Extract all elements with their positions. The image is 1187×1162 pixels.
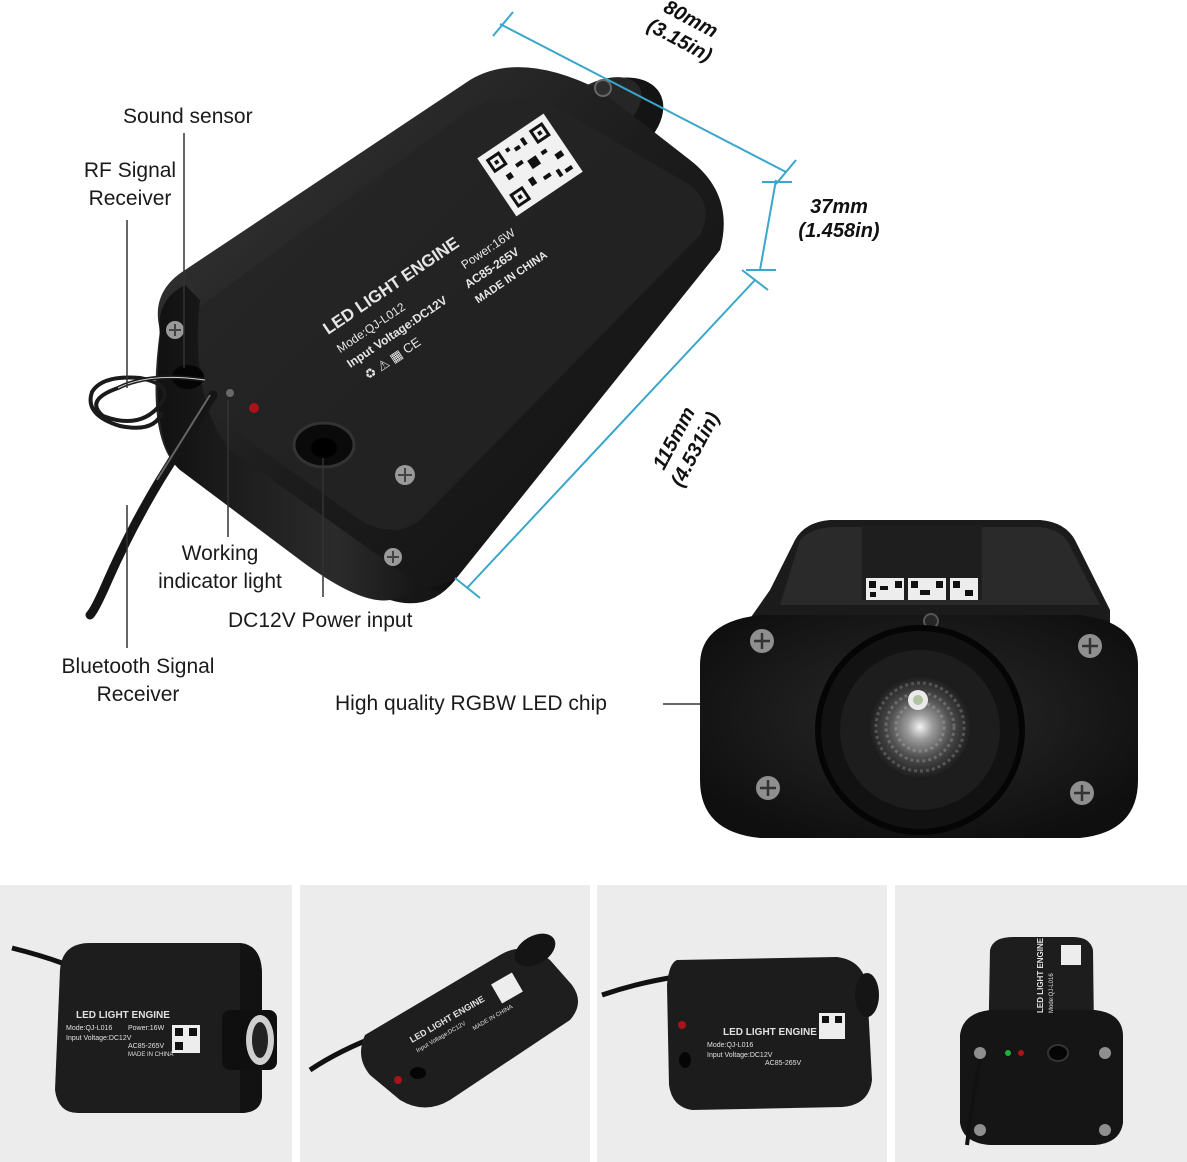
thumbnail-side-view: LED LIGHT ENGINE Mode:QJ-L016 Power:16W …	[0, 885, 292, 1162]
front-qr-code	[866, 578, 978, 600]
thumb1-power: Power:16W	[128, 1025, 165, 1032]
rf-receiver-label: RF Signal Receiver	[66, 157, 194, 213]
height-dimension-line	[759, 179, 777, 271]
thumb1-origin: MADE IN CHINA	[128, 1052, 173, 1058]
thumb4-model: Mode:QJ-L016	[1049, 973, 1055, 1013]
device-angled-view: LED LIGHT ENGINE Mode:QJ-L012 Power:16W …	[85, 67, 724, 620]
working-light-line1: Working	[181, 542, 259, 565]
thumb3-input: Input Voltage:DC12V	[707, 1052, 773, 1059]
thumb1-title: LED LIGHT ENGINE	[76, 1010, 170, 1021]
width-dimension-line	[499, 23, 787, 173]
bluetooth-cable	[85, 390, 218, 620]
front-panel	[157, 285, 455, 601]
dimension-lines	[454, 11, 797, 599]
height-dimension-label: 37mm (1.458in)	[784, 195, 894, 243]
thumb3-model: Mode:QJ-L016	[707, 1042, 753, 1049]
screw-icon	[750, 629, 1102, 805]
bluetooth-receiver-label: Bluetooth Signal Receiver	[40, 653, 236, 709]
thumb4-title: LED LIGHT ENGINE	[1036, 937, 1045, 1013]
length-dimension-line	[466, 279, 756, 589]
thumb1-model: Mode:QJ-L016	[66, 1025, 112, 1032]
bluetooth-receiver-line1: Bluetooth Signal	[61, 655, 215, 678]
qr-code	[477, 113, 583, 217]
rgbw-led-chip	[868, 675, 972, 779]
rf-receiver-line1: RF Signal	[83, 159, 177, 182]
thumb1-input: Input Voltage:DC12V	[66, 1035, 132, 1042]
working-light-label: Working indicator light	[140, 540, 300, 596]
height-in: (1.458in)	[798, 220, 880, 242]
rf-antenna-coil	[88, 375, 206, 430]
thumb1-ac: AC85-265V	[128, 1043, 165, 1050]
led-chip-label: High quality RGBW LED chip	[335, 692, 607, 715]
working-light-line2: indicator light	[158, 570, 282, 593]
thumb3-title: LED LIGHT ENGINE	[723, 1027, 817, 1038]
thumbnail-rear-view: LED LIGHT ENGINE Mode:QJ-L016 Input Volt…	[597, 885, 887, 1162]
indicator-led	[249, 403, 259, 413]
rf-receiver-line2: Receiver	[88, 187, 172, 210]
bluetooth-receiver-line2: Receiver	[96, 683, 180, 706]
device-illustration: LED LIGHT ENGINE Mode:QJ-L012 Power:16W …	[85, 11, 1138, 838]
thumbnail-angled-view: LED LIGHT ENGINE Input Voltage:DC12V MAD…	[300, 885, 590, 1162]
thumbnail-front-end-view: LED LIGHT ENGINE Mode:QJ-L016	[895, 885, 1187, 1162]
power-input-label: DC12V Power input	[228, 609, 413, 632]
height-mm: 37mm	[810, 196, 868, 218]
device-front-view	[700, 520, 1138, 838]
sound-sensor-label: Sound sensor	[123, 105, 253, 128]
thumb3-ac: AC85-265V	[765, 1060, 802, 1067]
